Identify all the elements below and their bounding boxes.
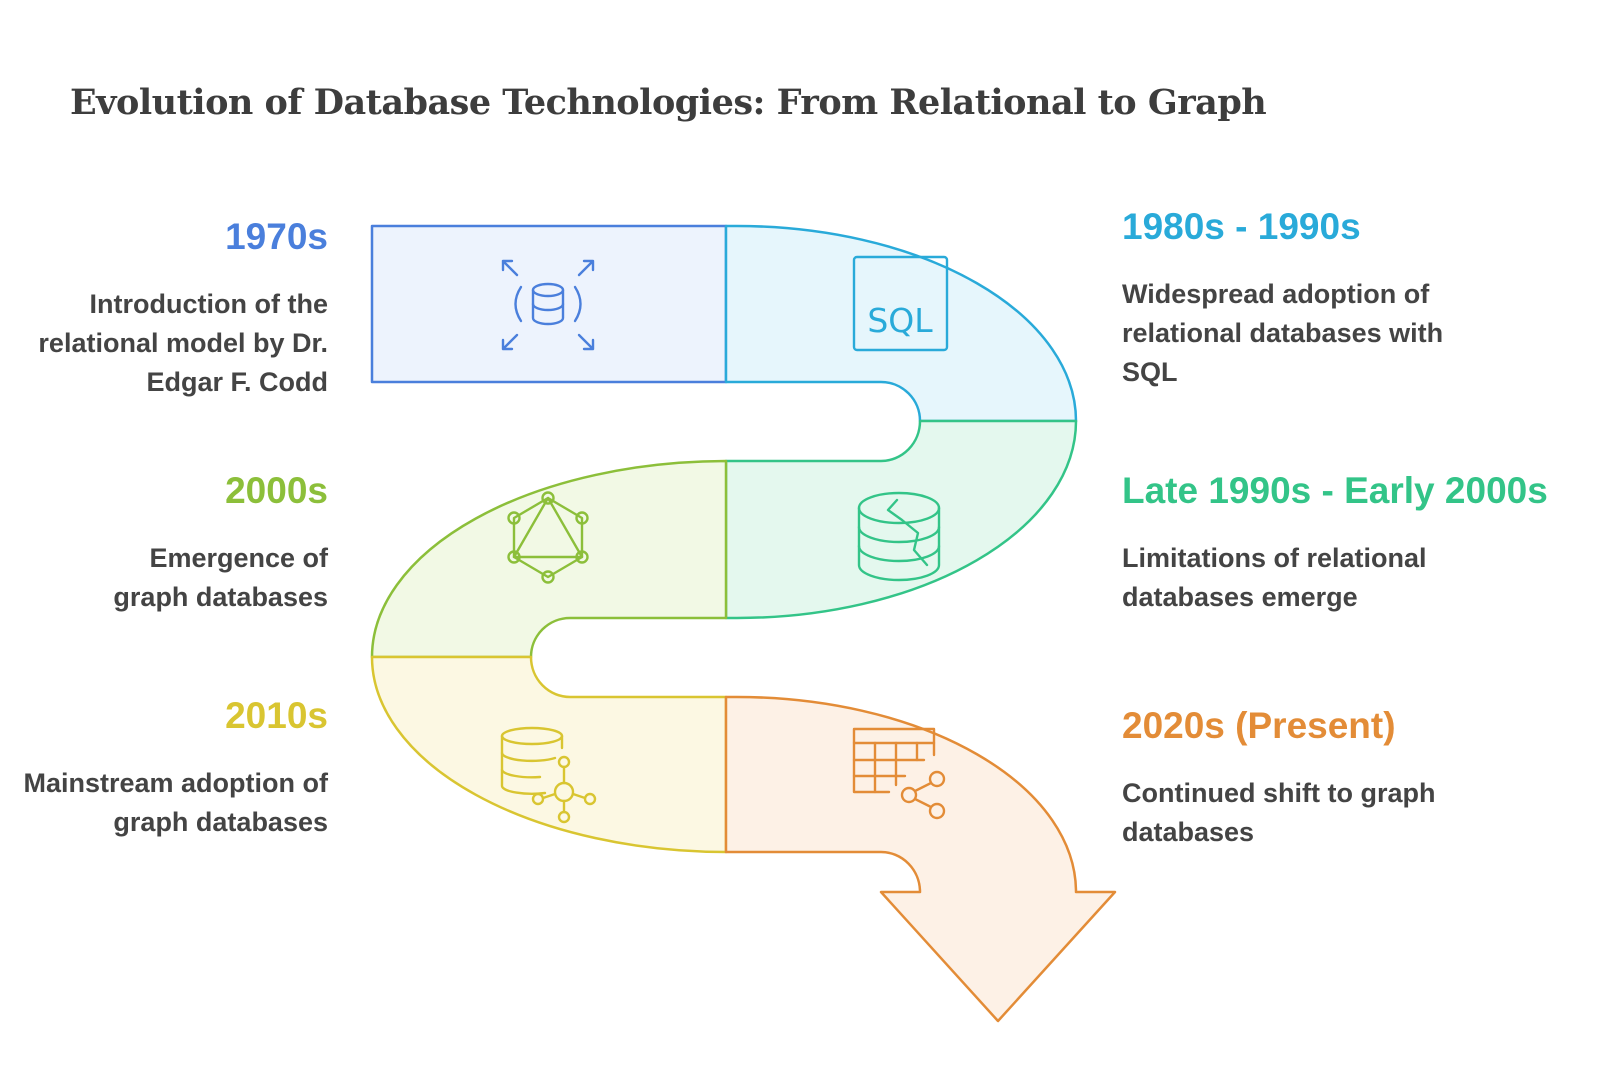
segment-2020s-arrow <box>724 695 1117 1023</box>
description-text: Continued shift to graph databases <box>1122 778 1436 847</box>
table-share-icon <box>852 727 946 820</box>
segment-2010s <box>370 655 728 854</box>
stage-2000s: 2000s Emergence of graph databases <box>68 469 328 617</box>
database-expand-icon <box>501 259 595 351</box>
stage-late1990s-early2000s: Late 1990s - Early 2000s Limitations of … <box>1122 469 1548 617</box>
segment-2000s <box>370 459 728 659</box>
stage-1980s-1990s: 1980s - 1990s Widespread adoption of rel… <box>1122 205 1502 392</box>
period-label: 2010s <box>225 695 328 736</box>
page-title: Evolution of Database Technologies: From… <box>70 82 1267 123</box>
period-label: Late 1990s - Early 2000s <box>1122 470 1548 511</box>
segment-1980s-1990s <box>724 224 1078 423</box>
description-text: Mainstream adoption of graph databases <box>23 768 328 837</box>
database-graph-icon <box>500 726 597 824</box>
stage-1970s: 1970s Introduction of the relational mod… <box>18 215 328 402</box>
cracked-database-icon <box>857 491 941 582</box>
description-text: Emergence of graph databases <box>113 543 328 612</box>
stage-2020s-present: 2020s (Present) Continued shift to graph… <box>1122 704 1502 852</box>
segment-1970s <box>370 224 728 384</box>
stage-2010s: 2010s Mainstream adoption of graph datab… <box>0 694 328 842</box>
period-label: 2020s (Present) <box>1122 705 1396 746</box>
description-text: Introduction of the relational model by … <box>38 289 328 397</box>
period-label: 1980s - 1990s <box>1122 206 1361 247</box>
svg-text:SQL: SQL <box>867 301 933 340</box>
sql-icon: SQL <box>852 255 949 352</box>
description-text: Widespread adoption of relational databa… <box>1122 279 1444 387</box>
period-label: 2000s <box>225 470 328 511</box>
description-text: Limitations of relational databases emer… <box>1122 543 1427 612</box>
graph-network-icon <box>507 491 589 584</box>
period-label: 1970s <box>225 216 328 257</box>
